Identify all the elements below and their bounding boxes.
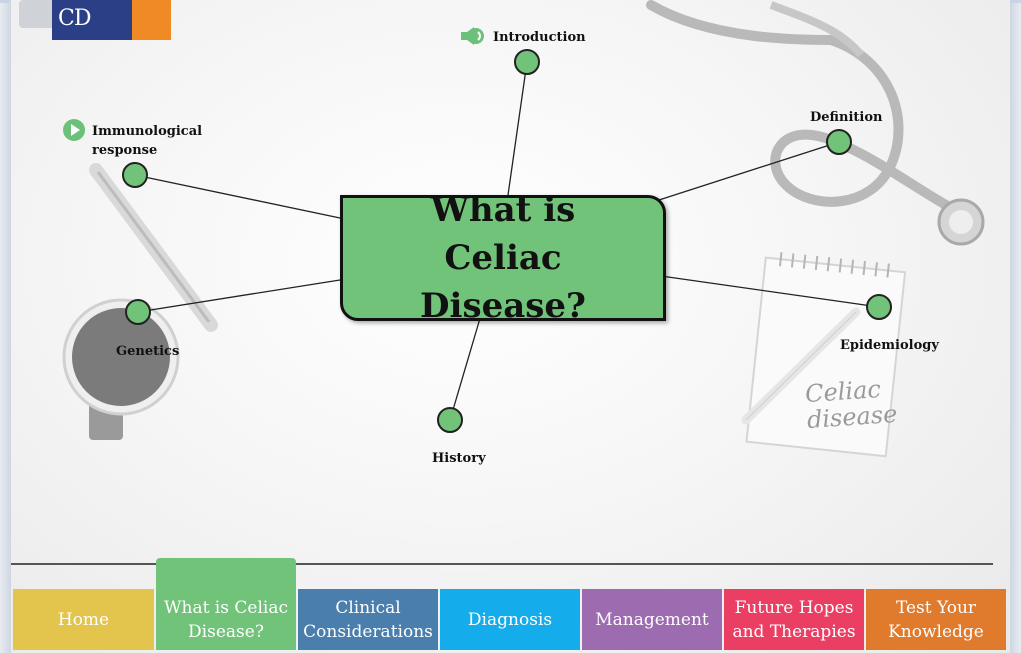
tab-what-is-celiac-disease[interactable]: What is Celiac Disease?: [156, 558, 296, 650]
center-topic-box: What is Celiac Disease?: [340, 190, 666, 326]
tab-test-your-knowledge[interactable]: Test Your Knowledge: [866, 589, 1006, 650]
nav-divider: [11, 563, 993, 565]
mindmap-connectors: [134, 61, 880, 421]
mindmap-node-layer: [122, 49, 892, 433]
epidemiology-node[interactable]: [866, 294, 892, 320]
genetics-label[interactable]: Genetics: [116, 344, 180, 359]
center-topic-title: What is Celiac Disease?: [420, 190, 586, 326]
definition-node[interactable]: [826, 129, 852, 155]
tab-management[interactable]: Management: [582, 589, 722, 650]
speaker-icon[interactable]: [460, 25, 486, 47]
slide-stage: Celiac disease CD What is Celiac Disease…: [11, 0, 1010, 653]
tab-future-hopes-and-therapies[interactable]: Future Hopes and Therapies: [724, 589, 864, 650]
play-icon[interactable]: [63, 119, 85, 141]
history-node[interactable]: [437, 407, 463, 433]
tab-home[interactable]: Home: [13, 589, 154, 650]
introduction-node[interactable]: [514, 49, 540, 75]
introduction-label[interactable]: Introduction: [493, 30, 586, 45]
tab-diagnosis[interactable]: Diagnosis: [440, 589, 580, 650]
window-frame-left: [0, 0, 11, 653]
history-label[interactable]: History: [432, 451, 486, 466]
celiac-logo: CD: [52, 0, 171, 40]
window-frame-right: [1010, 0, 1021, 653]
tab-clinical-considerations[interactable]: Clinical Considerations: [298, 589, 438, 650]
epidemiology-label[interactable]: Epidemiology: [840, 338, 939, 353]
genetics-node[interactable]: [125, 299, 151, 325]
definition-label[interactable]: Definition: [810, 110, 883, 125]
immunological-response-node[interactable]: [122, 162, 148, 188]
immunological-response-label[interactable]: Immunological response: [92, 124, 203, 158]
